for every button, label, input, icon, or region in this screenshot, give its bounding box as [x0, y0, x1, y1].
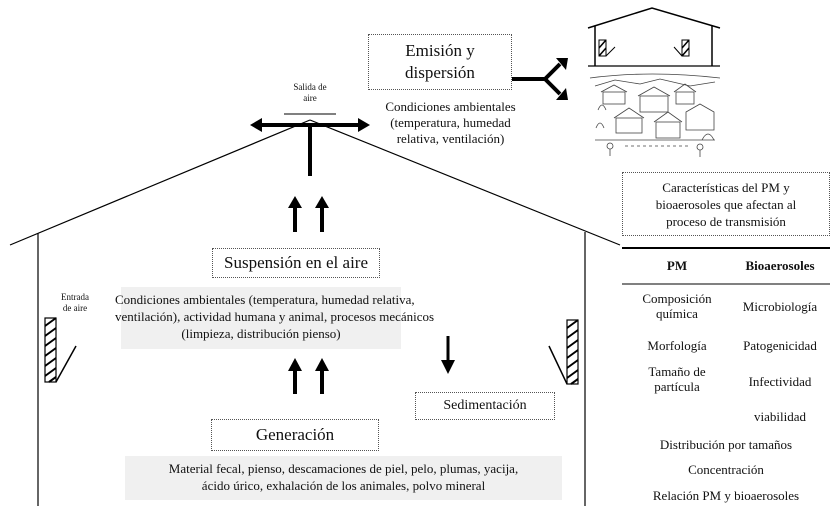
- suspension-title: Suspensión en el aire: [224, 253, 368, 272]
- table-cell-infectivity: Infectividad: [748, 374, 812, 389]
- table-cell-pathogenicity: Patogenicidad: [743, 338, 817, 353]
- table-row-concentration: Concentración: [688, 462, 764, 477]
- outlet-arrow-left: [250, 118, 262, 132]
- table-header-pm: PM: [666, 258, 688, 273]
- table-cell-particle-size-line2: partícula: [654, 379, 700, 394]
- characteristics-line2: bioaerosoles que afectan al: [655, 196, 797, 212]
- air-outlet-label: Salida de aire: [280, 82, 340, 104]
- characteristics-table: PM Bioaerosoles Composición química Micr…: [622, 248, 830, 506]
- outlet-arrow-right: [358, 118, 370, 132]
- generation-description: Material fecal, pienso, descamaciones de…: [125, 456, 562, 500]
- ambient-conditions-top: Condiciones ambientales (temperatura, hu…: [368, 99, 533, 147]
- generation-line2: ácido úrico, exhalación de los animales,…: [201, 478, 486, 493]
- table-cell-microbiology: Microbiología: [742, 299, 818, 314]
- sedimentation-box: Sedimentación: [415, 392, 555, 420]
- table-cell-composition: Composición química: [622, 291, 732, 321]
- air-inlet-line1: Entrada: [61, 292, 89, 302]
- characteristics-line1: Características del PM y: [662, 179, 790, 195]
- ambient-top-line1: Condiciones ambientales: [385, 99, 516, 114]
- village-sketch-icon: [589, 73, 721, 157]
- generation-line1: Material fecal, pienso, descamaciones de…: [168, 461, 519, 476]
- house-with-vents-icon: [587, 7, 721, 67]
- ambient-top-line2: (temperatura, humedad: [390, 115, 511, 130]
- generation-title: Generación: [255, 425, 335, 444]
- table-row-size-distribution: Distribución por tamaños: [659, 437, 793, 452]
- upward-arrows-top: [288, 196, 329, 232]
- table-cell-viability: viabilidad: [754, 409, 806, 424]
- table-rules: [622, 247, 830, 285]
- table-cell-particle-size: Tamaño de partícula: [622, 364, 732, 394]
- emission-title-line2: dispersión: [405, 63, 475, 82]
- emission-title-line1: Emisión y: [405, 41, 475, 60]
- left-inlet-vent: [44, 317, 77, 383]
- suspension-description: Condiciones ambientales (temperatura, hu…: [115, 287, 434, 349]
- generation-title-box: Generación: [211, 419, 379, 451]
- roof-right-line: [309, 119, 621, 246]
- characteristics-line3: proceso de transmisión: [666, 213, 786, 229]
- sedimentation-arrow: [441, 336, 455, 374]
- suspension-line1: Condiciones ambientales (temperatura, hu…: [115, 292, 415, 307]
- roof-left-line: [9, 119, 311, 246]
- suspension-line2: ventilación), actividad humana y animal,…: [115, 309, 435, 324]
- table-header-bio: Bioaerosoles: [745, 258, 815, 273]
- suspension-line3: (limpieza, distribución pienso): [181, 326, 341, 341]
- emission-box: Emisión y dispersión: [368, 34, 512, 90]
- air-outlet-line2: aire: [303, 93, 317, 103]
- sedimentation-label: Sedimentación: [443, 398, 527, 413]
- air-outlet-line1: Salida de: [293, 82, 327, 92]
- table-cell-particle-size-line1: Tamaño de: [648, 364, 706, 379]
- table-cell-composition-line2: química: [656, 306, 698, 321]
- table-row-pm-bio-relation: Relación PM y bioaerosoles: [652, 488, 800, 503]
- emission-fork-arrow: [500, 58, 568, 100]
- ambient-top-line3: relativa, ventilación): [396, 131, 505, 146]
- table-cell-morphology: Morfología: [647, 338, 707, 353]
- suspension-title-box: Suspensión en el aire: [212, 248, 380, 278]
- air-inlet-line2: de aire: [62, 303, 88, 313]
- upward-arrows-bottom: [288, 358, 329, 394]
- air-inlet-label: Entrada de aire: [55, 292, 95, 314]
- right-vent: [548, 319, 579, 385]
- characteristics-box: Características del PM y bioaerosoles qu…: [622, 172, 830, 236]
- table-cell-composition-line1: Composición: [642, 291, 712, 306]
